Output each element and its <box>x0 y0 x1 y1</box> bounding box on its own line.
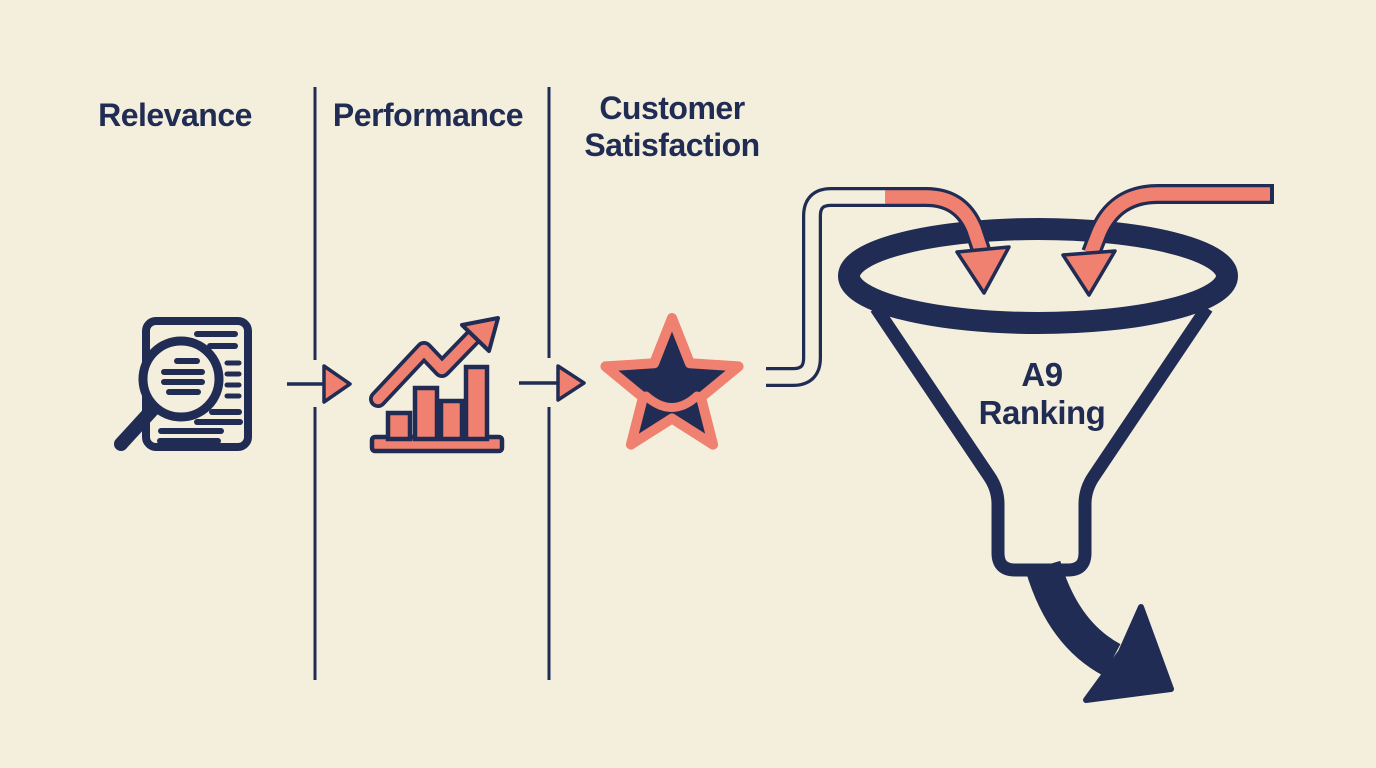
right-arrow-1-icon <box>287 364 352 404</box>
funnel-label: A9 Ranking <box>922 356 1162 432</box>
pipe-inflow-right-arrow-icon <box>1061 184 1274 297</box>
pipe-inflow-left-arrow-icon <box>766 187 1011 387</box>
funnel-rim <box>838 218 1238 334</box>
funnel-label-line1: A9 <box>1021 356 1063 393</box>
growth-chart-icon <box>369 316 505 454</box>
down-right-swoosh-arrow-icon <box>1025 560 1174 703</box>
funnel-label-line2: Ranking <box>978 394 1106 431</box>
column-label-relevance: Relevance <box>98 97 252 133</box>
magnifier-icon <box>114 336 224 451</box>
smile-icon <box>641 391 702 412</box>
growth-arrow-icon <box>369 316 500 408</box>
smiling-star-icon <box>600 313 744 450</box>
column-label-performance: Performance <box>332 97 524 133</box>
document-search-icon <box>114 317 252 451</box>
column-label-customer-satisfaction: Customer Satisfaction <box>584 90 760 163</box>
right-arrow-2-icon <box>519 364 586 402</box>
